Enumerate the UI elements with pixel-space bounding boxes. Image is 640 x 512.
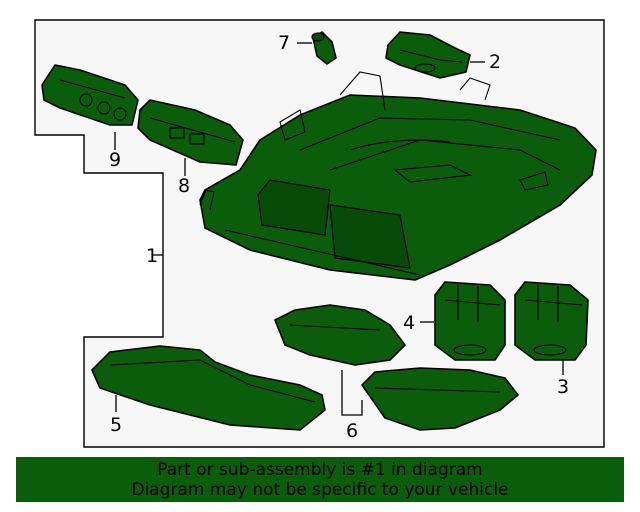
leader-lines [114, 42, 564, 416]
trim-cover-part-5 [91, 345, 326, 431]
callout-7: 7 [278, 32, 290, 54]
callout-9: 9 [109, 149, 121, 171]
overhead-console-housing [199, 71, 597, 281]
lamp-module-part-2 [385, 31, 471, 79]
lens-cover-part-6 [274, 304, 519, 431]
banner-line-1: Part or sub-assembly is #1 in diagram [157, 460, 483, 480]
callout-2: 2 [489, 51, 501, 73]
switch-block-part-9 [41, 64, 139, 126]
bulb-part-7 [311, 31, 337, 65]
callout-8: 8 [178, 175, 190, 197]
disclaimer-banner: Part or sub-assembly is #1 in diagram Di… [16, 457, 624, 502]
callout-3: 3 [557, 376, 569, 398]
callout-5: 5 [110, 414, 122, 436]
switch-assembly-part-4 [434, 281, 506, 361]
callout-6: 6 [346, 420, 358, 442]
callout-1: 1 [146, 245, 158, 267]
banner-line-2: Diagram may not be specific to your vehi… [131, 480, 509, 500]
switch-assembly-part-3 [514, 281, 589, 361]
callout-4: 4 [403, 312, 415, 334]
switch-panel-part-8 [137, 99, 244, 166]
